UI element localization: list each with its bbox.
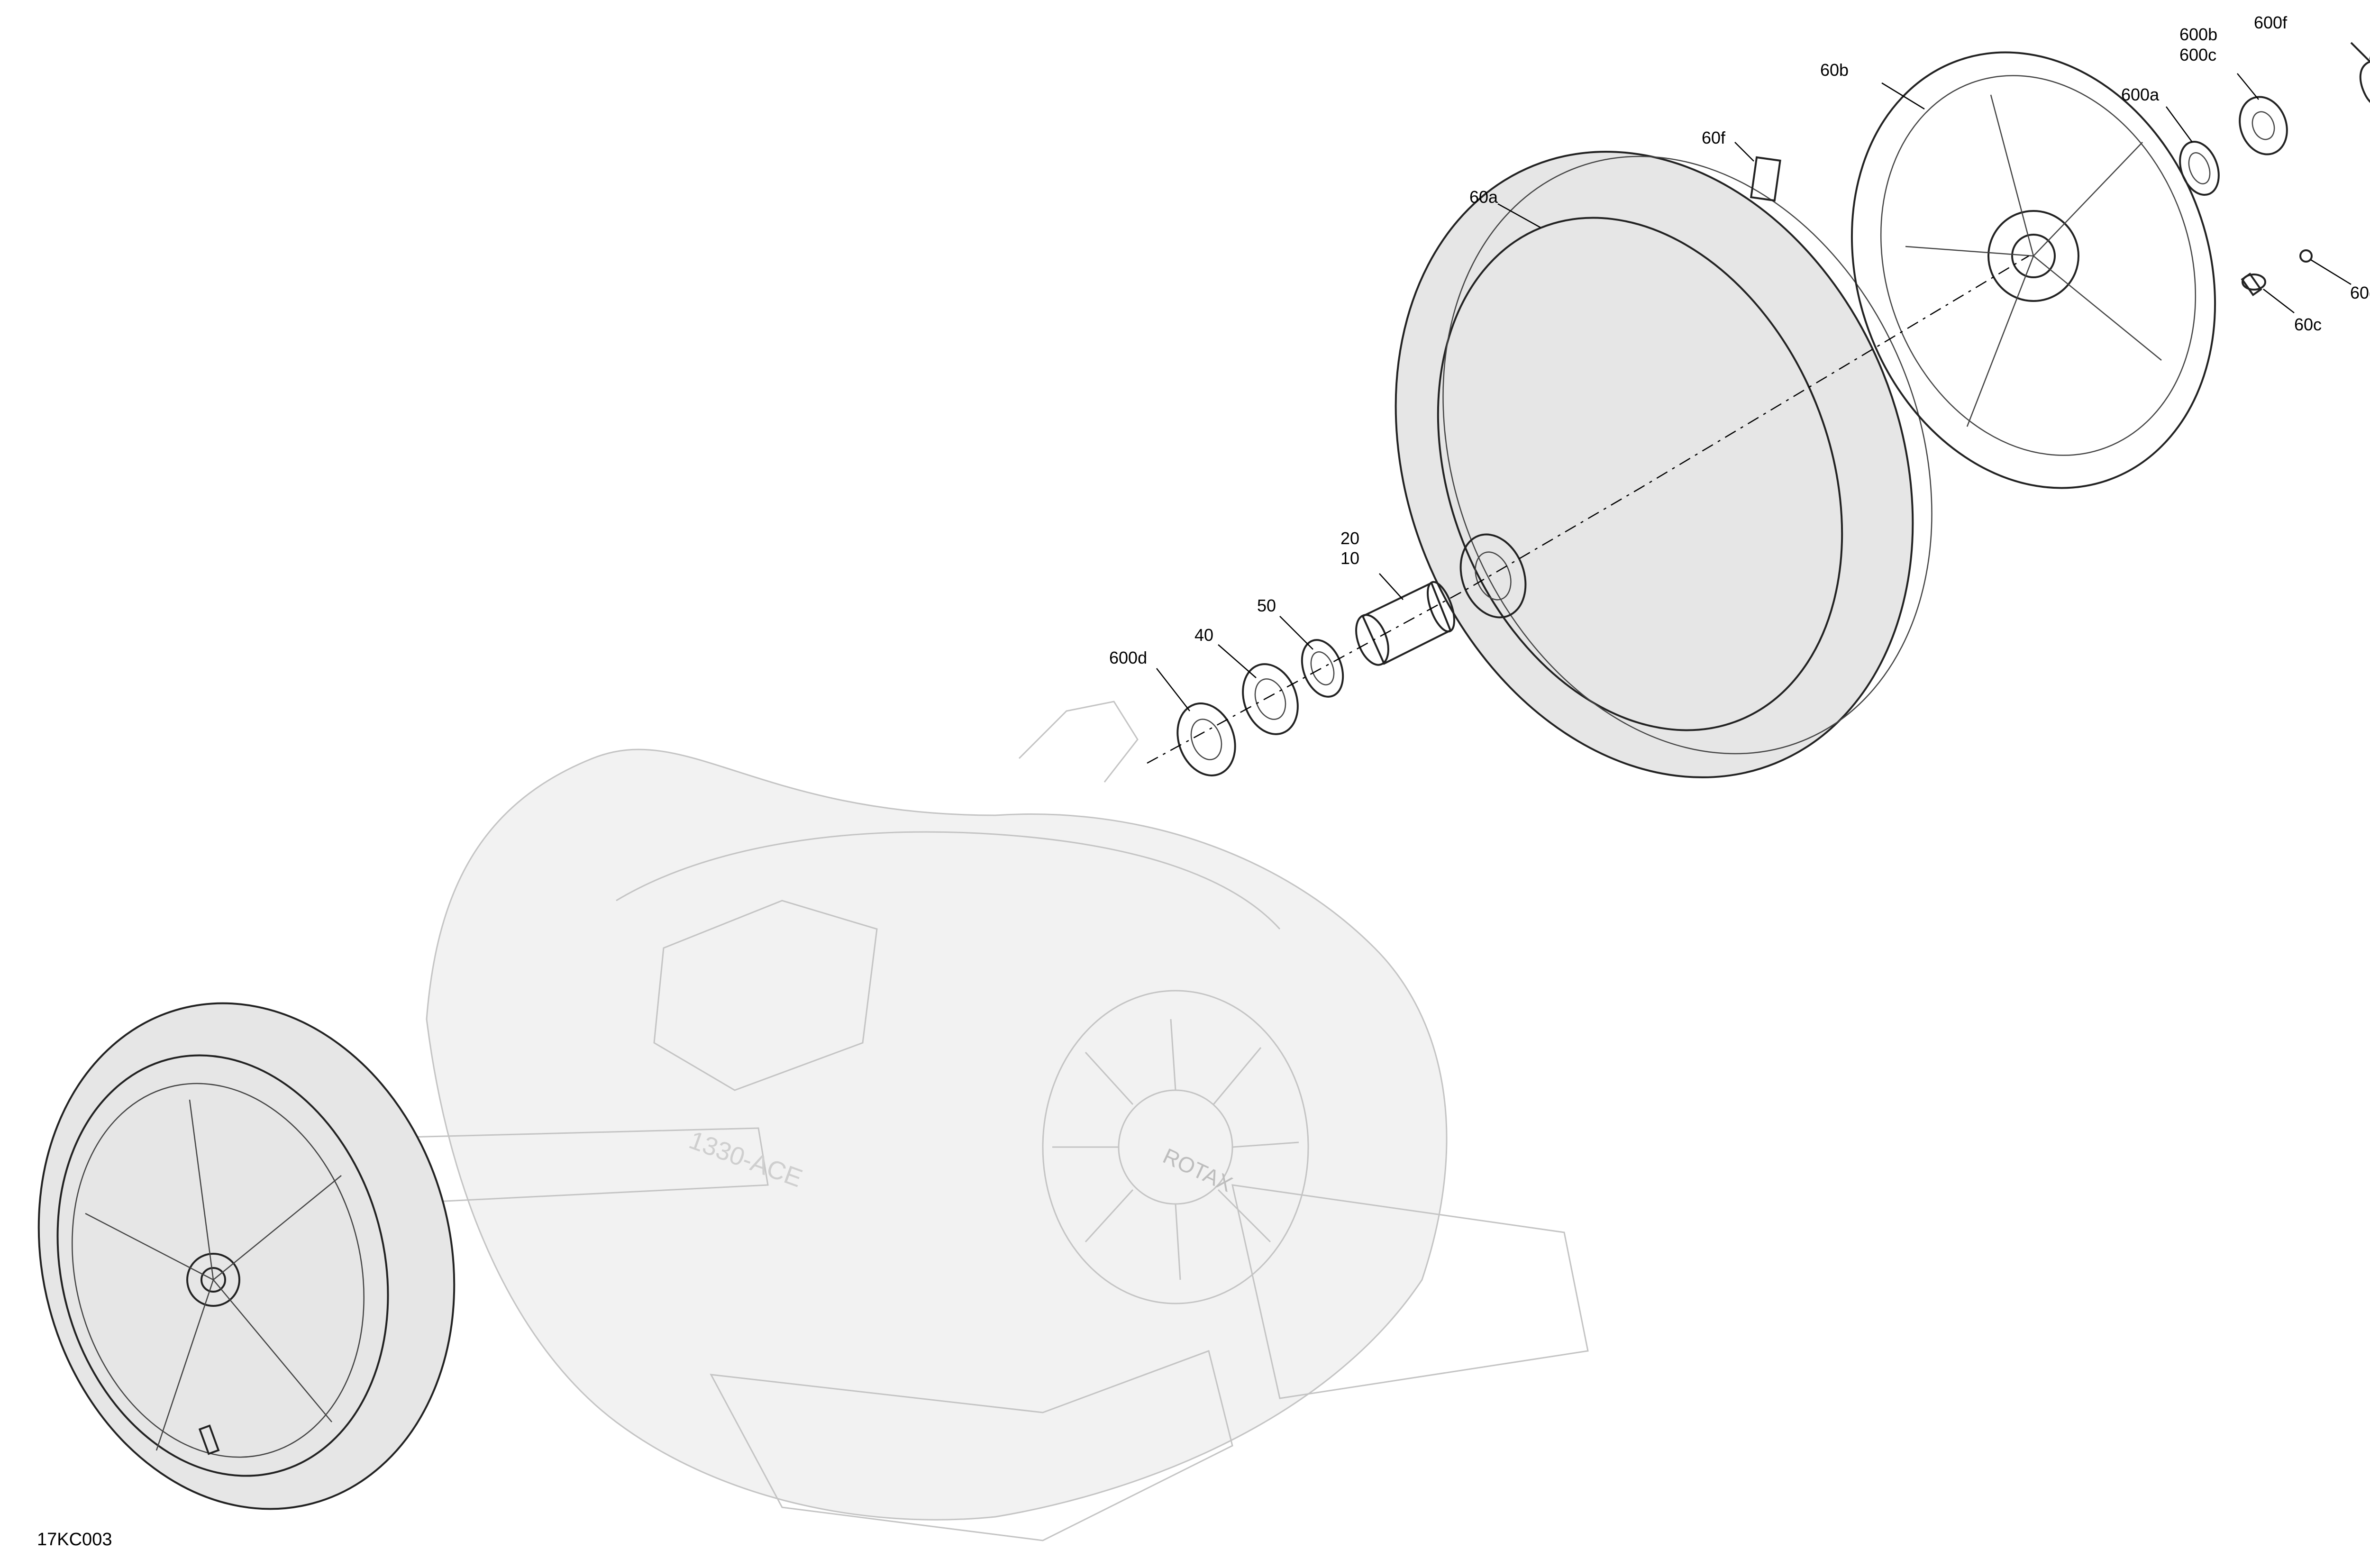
front-wheel-assembly xyxy=(37,1002,456,1510)
callout-60d: 60d xyxy=(2350,283,2370,302)
part-60d-valve-cap xyxy=(2299,249,2313,263)
rear-rim-hub-center xyxy=(2011,234,2056,278)
callout-40: 40 xyxy=(1194,625,1213,645)
vehicle-front-fairing xyxy=(710,1350,1233,1541)
rear-tire-tread-line xyxy=(1442,155,1932,755)
part-60f-weight xyxy=(1750,156,1781,202)
vehicle-hood-outline xyxy=(616,831,1281,930)
callout-10: 10 xyxy=(1340,548,1359,568)
callout-600d: 600d xyxy=(1109,648,1147,667)
callout-600c: 600c xyxy=(2179,45,2216,64)
front-rim xyxy=(72,1083,365,1458)
part-40-bearing xyxy=(1242,663,1299,735)
callout-600b: 600b xyxy=(2179,25,2217,44)
rear-rim-outer xyxy=(1850,51,2216,489)
callout-60c: 60c xyxy=(2294,315,2322,334)
rear-tire-outer xyxy=(1395,151,1914,778)
rear-tire-part xyxy=(1395,151,1932,778)
rear-rim-spokes xyxy=(1905,94,2162,427)
front-hub-cap xyxy=(201,1267,226,1293)
part-60c-valve-stem xyxy=(2241,273,2266,296)
front-hub xyxy=(186,1253,240,1307)
rear-rim-hub xyxy=(1987,210,2079,302)
rear-rim-inner xyxy=(1880,75,2197,456)
callout-600a: 600a xyxy=(2121,85,2160,104)
callout-60f: 60f xyxy=(1702,128,1726,147)
leader-lines xyxy=(1156,56,2370,711)
front-tire-outer xyxy=(37,1002,456,1510)
front-valve-stem xyxy=(198,1424,220,1455)
callout-50: 50 xyxy=(1257,596,1276,615)
part-600b-nut xyxy=(2239,96,2288,155)
part-600d-nut xyxy=(1176,702,1236,776)
figure-id: 17KC003 xyxy=(37,1530,112,1550)
vehicle-body-shell xyxy=(426,748,1448,1521)
part-50-spacer xyxy=(1301,639,1344,698)
vehicle-steering-post xyxy=(1018,701,1139,783)
part-bearing-right xyxy=(1459,533,1527,619)
engine-fan-cover xyxy=(1042,990,1309,1304)
vehicle-frame-rail xyxy=(1231,1184,1589,1399)
front-tire-inner xyxy=(56,1054,389,1477)
vehicle-intake-box xyxy=(653,900,878,1091)
callout-20: 20 xyxy=(1340,529,1359,548)
rear-rim-part xyxy=(1850,51,2216,489)
part-10-20-axle-sleeve xyxy=(1355,581,1455,666)
front-wheel-spokes xyxy=(85,1099,342,1451)
rear-tire-inner xyxy=(1437,217,1843,731)
vehicle-ghost: ROTAX 1330-ACE xyxy=(388,701,1589,1541)
part-600f-clip xyxy=(2350,42,2370,103)
part-600a-washer xyxy=(2179,140,2220,196)
callout-600f: 600f xyxy=(2254,13,2288,32)
callout-60a: 60a xyxy=(1469,187,1498,207)
callout-60b: 60b xyxy=(1820,60,1849,80)
engine-fan-blades xyxy=(1052,1019,1299,1280)
